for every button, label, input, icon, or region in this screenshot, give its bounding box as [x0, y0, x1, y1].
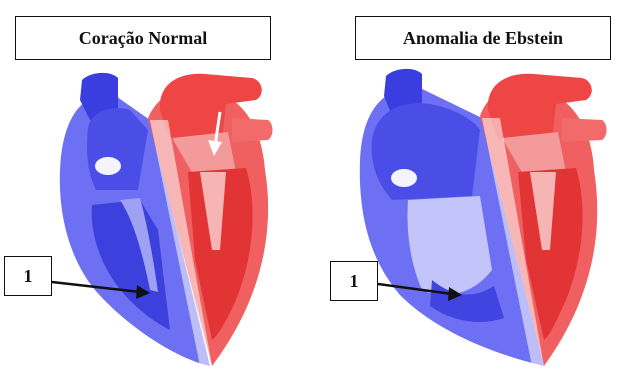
label-1-ebstein: 1 — [330, 261, 378, 301]
title-normal-heart: Coração Normal — [15, 16, 271, 60]
pulmonary-artery — [232, 118, 273, 142]
right-atrium-opening — [391, 169, 417, 187]
atrialized-right-ventricle — [408, 196, 492, 295]
right-atrium-opening — [95, 157, 121, 175]
label-1-normal: 1 — [4, 256, 52, 296]
title-ebstein-anomaly: Anomalia de Ebstein — [355, 16, 611, 60]
right-atrium — [87, 108, 148, 190]
right-atrium — [372, 103, 480, 200]
panel-ebstein-anomaly: Anomalia de Ebstein 1 — [312, 0, 623, 369]
panel-normal-heart: Coração Normal 1 — [0, 0, 311, 369]
pulmonary-artery — [562, 118, 607, 142]
